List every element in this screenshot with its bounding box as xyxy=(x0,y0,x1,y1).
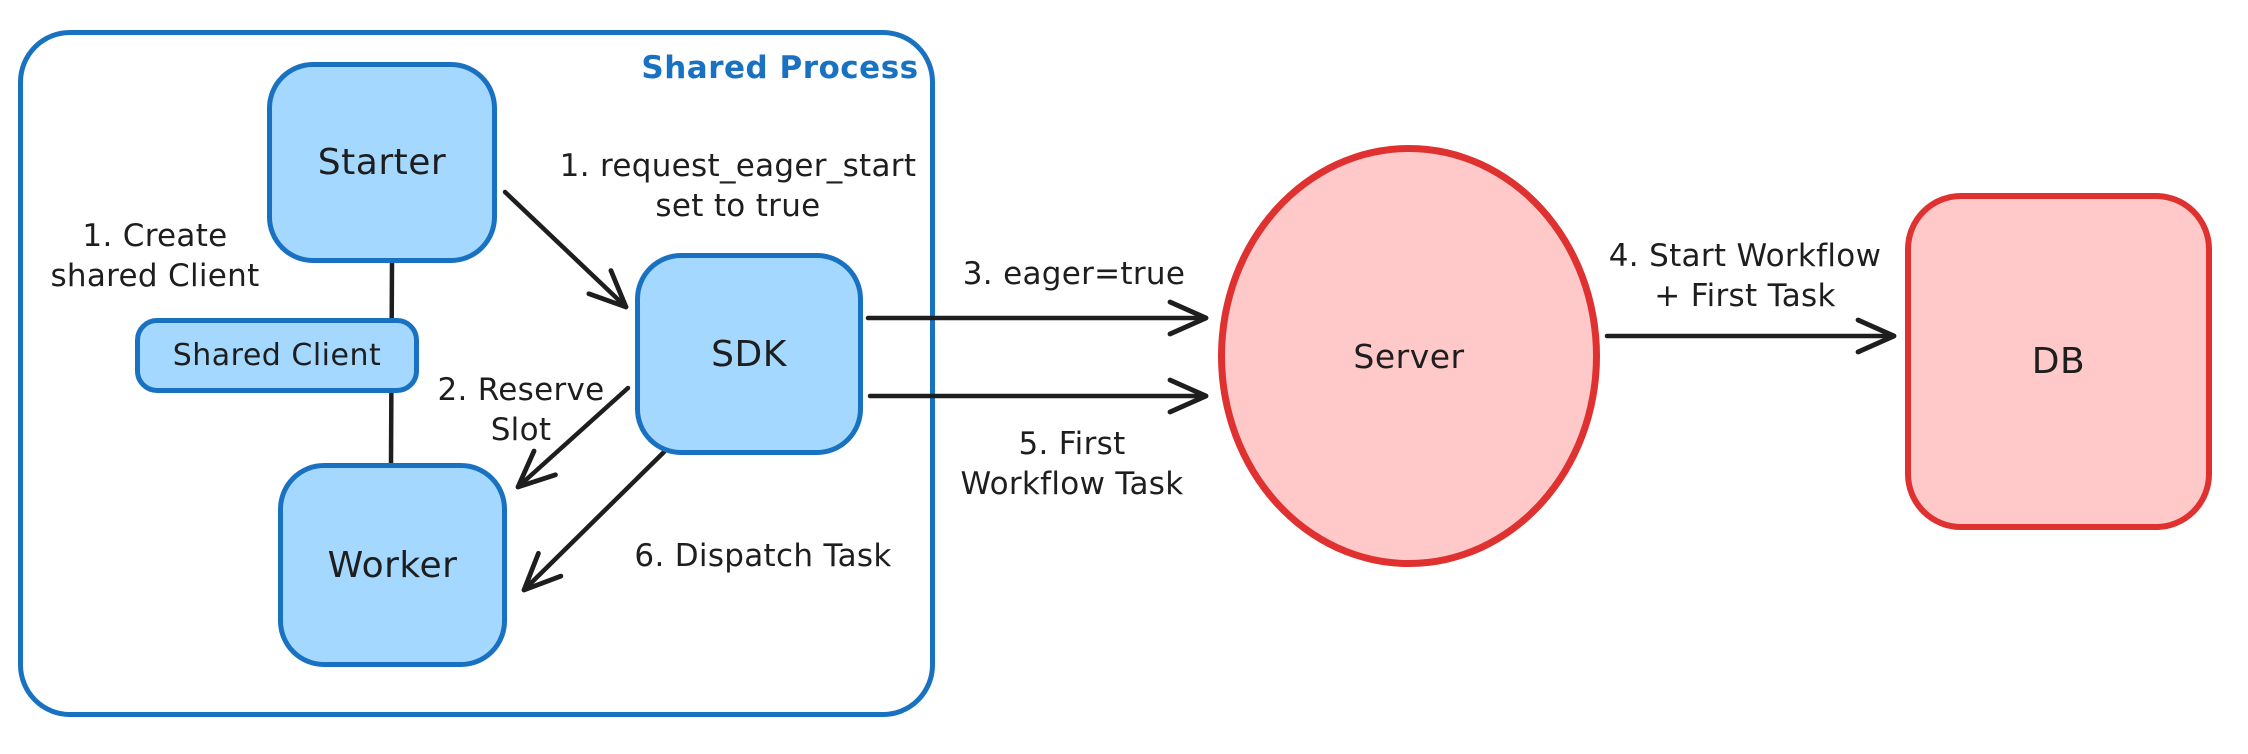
annotation-request-eager-start-line1: 1. request_eager_start xyxy=(559,148,917,184)
db-label: DB xyxy=(2031,341,2086,382)
shared-client-label: Shared Client xyxy=(172,338,382,373)
annotation-dispatch-task-text: 6. Dispatch Task xyxy=(634,538,892,574)
annotation-create-shared-client: 1. Create shared Client xyxy=(25,216,285,297)
annotation-start-workflow-line1: 4. Start Workflow xyxy=(1608,238,1882,274)
annotation-first-workflow-task-line1: 5. First xyxy=(1018,426,1126,462)
annotation-first-workflow-task-line2: Workflow Task xyxy=(960,466,1184,503)
db-node: DB xyxy=(1905,193,2212,530)
annotation-eager-true: 3. eager=true xyxy=(924,254,1224,294)
annotation-request-eager-start: 1. request_eager_start set to true xyxy=(538,146,938,227)
server-node: Server xyxy=(1218,145,1600,567)
shared-process-container xyxy=(18,30,935,717)
annotation-reserve-slot-line1: 2. Reserve xyxy=(437,372,605,408)
annotation-reserve-slot: 2. Reserve Slot xyxy=(421,370,621,451)
annotation-create-shared-client-line1: 1. Create xyxy=(82,218,228,254)
shared-process-label: Shared Process xyxy=(641,50,919,86)
annotation-first-workflow-task: 5. First Workflow Task xyxy=(922,424,1222,505)
worker-node: Worker xyxy=(278,463,507,667)
annotation-reserve-slot-line2: Slot xyxy=(490,412,552,449)
server-label: Server xyxy=(1353,336,1465,376)
sdk-label: SDK xyxy=(711,333,787,375)
sdk-node: SDK xyxy=(635,253,863,455)
annotation-create-shared-client-line2: shared Client xyxy=(50,258,260,295)
annotation-start-workflow: 4. Start Workflow + First Task xyxy=(1595,236,1895,317)
worker-label: Worker xyxy=(327,544,458,586)
annotation-request-eager-start-line2: set to true xyxy=(655,188,821,225)
shared-client-node: Shared Client xyxy=(135,318,419,393)
annotation-start-workflow-line2: + First Task xyxy=(1654,278,1836,315)
starter-label: Starter xyxy=(317,142,447,183)
annotation-dispatch-task: 6. Dispatch Task xyxy=(613,536,913,576)
annotation-eager-true-text: 3. eager=true xyxy=(962,256,1186,292)
starter-node: Starter xyxy=(267,62,497,263)
